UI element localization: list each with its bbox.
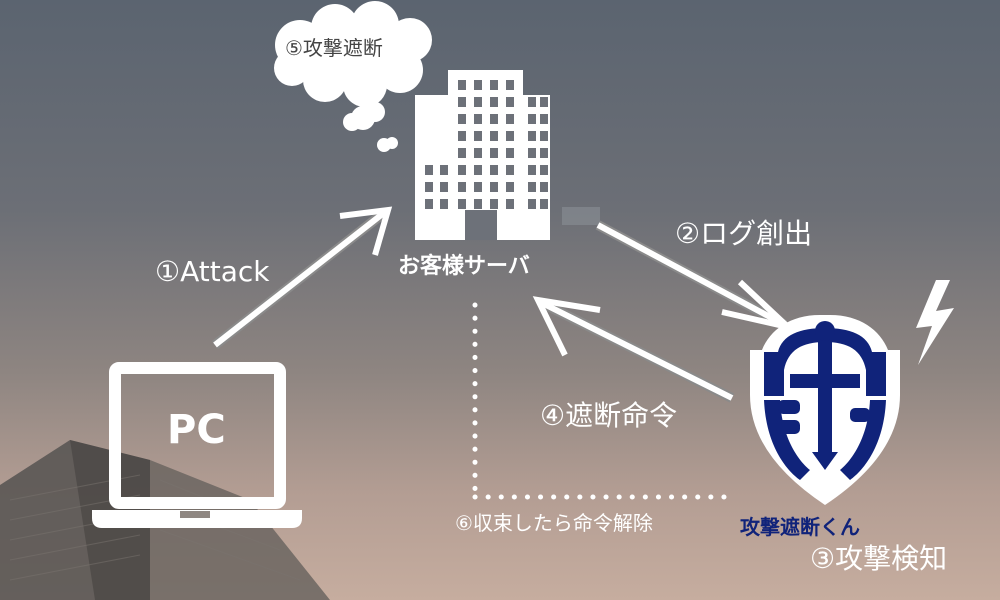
building-window — [440, 165, 448, 175]
building-window — [540, 165, 548, 175]
building-window — [540, 131, 548, 141]
building-window — [458, 182, 466, 192]
building-window — [474, 114, 482, 124]
laptop-icon — [92, 362, 302, 528]
building-window — [474, 199, 482, 209]
step3-label: ③攻撃検知 — [810, 542, 948, 575]
building-window — [528, 114, 536, 124]
building-window — [474, 165, 482, 175]
step5-label: ⑤攻撃遮断 — [285, 36, 383, 60]
shield-logo-icon — [750, 315, 900, 505]
building-window — [540, 97, 548, 107]
building-window — [425, 199, 433, 209]
building-window — [528, 182, 536, 192]
building-window — [506, 165, 514, 175]
building-window — [540, 182, 548, 192]
building-window — [528, 131, 536, 141]
building-window — [490, 148, 498, 158]
building-window — [506, 199, 514, 209]
block-command-arrow — [532, 296, 735, 403]
building-window — [474, 97, 482, 107]
step6-label: ⑥収束したら命令解除 — [455, 511, 653, 535]
server-label: お客様サーバ — [398, 254, 530, 279]
building-window — [506, 80, 514, 90]
building-window — [458, 97, 466, 107]
building-window — [490, 182, 498, 192]
building-window — [506, 131, 514, 141]
building-window — [490, 97, 498, 107]
attack-arrow — [211, 206, 393, 349]
building-window — [425, 165, 433, 175]
building-window — [458, 131, 466, 141]
building-window — [458, 114, 466, 124]
building-window — [528, 165, 536, 175]
building-window — [474, 148, 482, 158]
pc-label: PC — [167, 407, 226, 453]
building-window — [490, 114, 498, 124]
building-window — [528, 148, 536, 158]
building-window — [440, 182, 448, 192]
office-building-icon — [415, 70, 600, 240]
product-name-label: 攻撃遮断くん — [740, 515, 860, 539]
building-window — [440, 199, 448, 209]
building-window — [490, 165, 498, 175]
building-window — [528, 199, 536, 209]
building-window — [490, 131, 498, 141]
building-window — [506, 182, 514, 192]
building-window — [506, 114, 514, 124]
building-window — [425, 182, 433, 192]
building-window — [540, 114, 548, 124]
building-window — [540, 199, 548, 209]
building-window — [458, 148, 466, 158]
step1-label: ①Attack — [155, 255, 270, 288]
building-window — [458, 199, 466, 209]
building-window — [490, 80, 498, 90]
thought-cloud-icon — [274, 1, 432, 152]
building-window — [474, 131, 482, 141]
building-window — [540, 148, 548, 158]
building-window — [458, 80, 466, 90]
step4-label: ④遮断命令 — [540, 399, 678, 432]
building-window — [528, 97, 536, 107]
step2-label: ②ログ創出 — [675, 217, 813, 250]
building-window — [458, 165, 466, 175]
building-window — [474, 80, 482, 90]
building-window — [506, 148, 514, 158]
building-window — [490, 199, 498, 209]
lightning-bolt-icon — [916, 280, 954, 365]
building-window — [474, 182, 482, 192]
building-window — [506, 97, 514, 107]
